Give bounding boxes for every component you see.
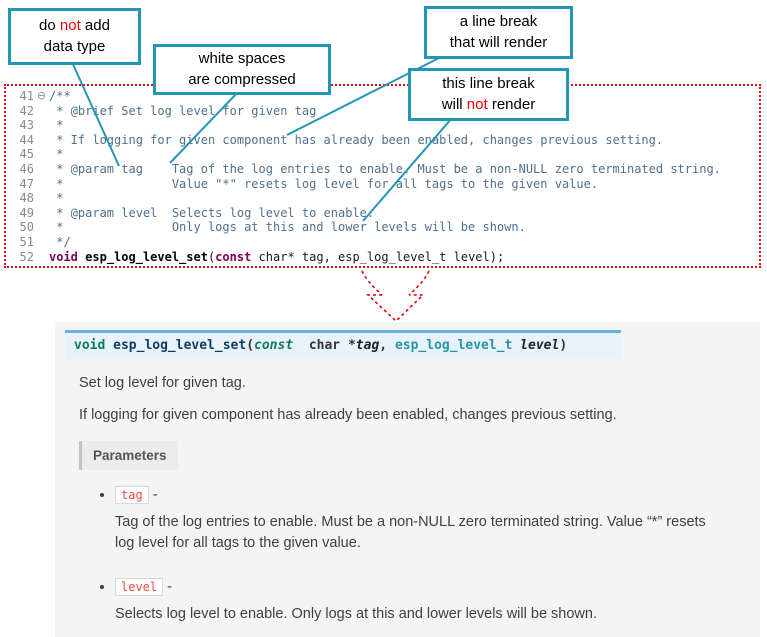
code-comment-text: /** (49, 89, 71, 103)
fold-icon[interactable]: ⊖ (36, 89, 47, 102)
callout-linebreak-renders: a line break that will render (424, 6, 573, 59)
callout-linebreak-not-render: this line break will not render (408, 68, 569, 121)
code-declaration-text: void esp_log_level_set(const char* tag, … (49, 250, 504, 265)
fold-gutter (34, 162, 49, 177)
code-text-part: ( (207, 249, 216, 264)
code-text-part: char* tag, esp_log_level_t level); (251, 249, 505, 264)
fold-gutter (34, 133, 49, 148)
code-line: 44 * If logging for given component has … (8, 133, 759, 148)
line-number: 50 (19, 220, 34, 235)
code-comment-text: * @brief Set log level for given tag (49, 103, 317, 118)
param-item-level: level - Selects log level to enable. Onl… (115, 578, 760, 625)
code-line: 50 * Only logs at this and lower levels … (8, 220, 759, 235)
fold-gutter (34, 177, 49, 192)
signature-text-part: , (379, 338, 395, 353)
parameters-label: Parameters (79, 441, 178, 470)
keyword-const: const (215, 249, 252, 264)
line-number: 47 (19, 176, 34, 191)
param-head: tag - (115, 486, 760, 504)
callout-text: do not add data type (39, 16, 110, 57)
code-line: 48 * (8, 191, 759, 206)
signature-arg-level: level (520, 338, 560, 353)
function-signature: void esp_log_level_set(const char *tag, … (65, 330, 621, 359)
signature-function-name: esp_log_level_set (113, 338, 247, 353)
type-link[interactable]: esp_log_level_t (394, 338, 513, 353)
line-number: 52 (19, 249, 34, 264)
fold-gutter (34, 206, 49, 221)
param-description: Tag of the log entries to enable. Must b… (115, 514, 706, 552)
callout-text-part: this line break will (441, 75, 535, 113)
callout-text-part: do (39, 17, 60, 35)
signature-text-part: ) (559, 338, 568, 353)
code-comment-text: * Only logs at this and lower levels wil… (49, 220, 526, 235)
code-line: 47 * Value "*" resets log level for all … (8, 177, 759, 192)
line-number: 44 (19, 132, 34, 147)
function-name: esp_log_level_set (85, 249, 208, 264)
callout-text-not: not (59, 17, 81, 35)
keyword-void: void (49, 249, 78, 264)
line-number: 43 (19, 118, 34, 133)
signature-text-part: ( (246, 338, 255, 353)
line-number: 45 (19, 147, 34, 162)
code-comment-text: * @param level Selects log level to enab… (49, 205, 375, 220)
signature-keyword: void (74, 338, 106, 353)
fold-gutter (34, 191, 49, 206)
line-number: 41 (19, 89, 34, 103)
callout-whitespace-compressed: white spaces are compressed (153, 44, 331, 95)
param-list: tag - Tag of the log entries to enable. … (97, 486, 760, 625)
param-head: level - (115, 578, 760, 597)
line-number: 48 (19, 191, 34, 206)
callout-no-data-type: do not add data type (8, 8, 141, 65)
signature-arg-tag: tag (355, 338, 380, 353)
fold-gutter (34, 118, 49, 133)
fold-gutter (34, 220, 49, 235)
callout-text: a line break that will render (449, 13, 548, 51)
param-dash: - (148, 487, 158, 503)
fold-gutter (34, 250, 49, 265)
param-name-literal: level (115, 578, 164, 597)
callout-text: this line break will not render (442, 74, 535, 115)
fold-gutter (34, 147, 49, 162)
param-dash: - (163, 579, 172, 596)
signature-text-part: char * (293, 338, 356, 353)
code-line: 45 * (8, 147, 759, 162)
code-comment-text: * (49, 147, 64, 162)
callout-text-part: add data type (43, 17, 110, 55)
code-line: 46 * @param tag Tag of the log entries t… (8, 162, 759, 177)
line-number: 49 (19, 205, 34, 220)
code-comment-text: * Value "*" resets log level for all tag… (49, 176, 599, 191)
callout-text-not: not (466, 95, 488, 113)
param-name-literal: tag (115, 486, 149, 504)
fold-gutter (34, 104, 49, 119)
signature-text-part (105, 338, 113, 353)
rendered-doc: void esp_log_level_set(const char *tag, … (55, 322, 760, 637)
render-arrow-right-edge (408, 270, 430, 296)
callout-text: white spaces are compressed (188, 50, 296, 88)
render-arrow-left-edge (361, 270, 383, 296)
code-comment-text: * (49, 118, 64, 133)
fold-gutter (34, 235, 49, 250)
signature-text-part (512, 338, 520, 353)
line-number: 42 (19, 103, 34, 118)
code-comment-text: * @param tag Tag of the log entries to e… (49, 161, 721, 176)
param-description: Selects log level to enable. Only logs a… (115, 606, 597, 623)
code-line-declaration: 52 void esp_log_level_set(const char* ta… (8, 250, 759, 265)
param-item-tag: tag - Tag of the log entries to enable. … (115, 486, 760, 554)
code-line: 41 ⊖ /** (8, 89, 759, 104)
render-arrow-head (365, 294, 425, 323)
code-line: 43 * (8, 118, 759, 133)
code-comment-text: * If logging for given component has alr… (49, 132, 664, 147)
code-line: 42 * @brief Set log level for given tag (8, 104, 759, 119)
line-number: 51 (19, 234, 34, 249)
details-text: If logging for given component has alrea… (79, 407, 617, 423)
code-comment-text: * (49, 191, 64, 206)
callout-text-part: render (487, 95, 536, 113)
line-number: 46 (19, 161, 34, 176)
signature-keyword-const: const (254, 338, 294, 353)
code-editor: 41 ⊖ /** 42 * @brief Set log level for g… (4, 84, 761, 268)
brief-text: Set log level for given tag. (79, 375, 246, 391)
code-comment-text: */ (49, 234, 71, 249)
code-line: 51 */ (8, 235, 759, 250)
code-line: 49 * @param level Selects log level to e… (8, 206, 759, 221)
